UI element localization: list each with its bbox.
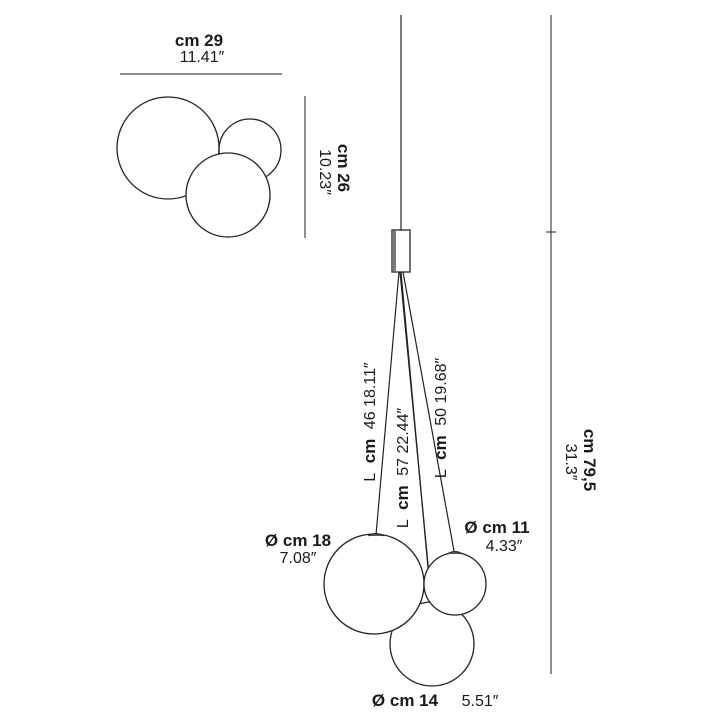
top-view-globe-medium [185,152,271,238]
cable-right [402,271,455,552]
globe-medium-diameter-in: 5.51″ [462,693,499,710]
svg-text:L cm 50 19.68″: L cm 50 19.68″ [431,358,450,479]
top-depth-cm: cm 26 [334,144,353,192]
top-depth-in: 10.23″ [316,149,333,195]
globe-small [423,552,487,616]
cable-middle-cm: cm [393,485,412,510]
globe-small-diameter-in: 4.33″ [486,538,523,555]
cable-left-prefix: L [362,473,379,482]
globe-medium-diameter-cm: Ø cm 14 [372,691,439,710]
top-width-in: 11.41″ [180,49,225,66]
svg-text:L cm 46 18.11″: L cm 46 18.11″ [360,362,379,481]
total-height-in: 31.3″ [562,444,579,481]
cable-left-cm: cm [360,439,379,464]
cable-left-value: 46 18.11″ [362,362,379,429]
globe-large [323,533,425,635]
cable-middle-prefix: L [395,519,412,528]
globe-small-cap [446,551,464,555]
globe-large-diameter-in: 7.08″ [280,550,317,567]
cable-right-cm: cm [431,435,450,460]
cable-middle-lower [399,271,433,607]
cable-left [375,271,400,536]
globe-large-cap [367,533,385,537]
globe-small-diameter-cm: Ø cm 11 [464,518,529,537]
cable-right-label: L cm 50 19.68″ [431,358,450,479]
top-view: cm 29 11.41″ cm 26 10.23″ [116,31,353,238]
side-view: L cm 46 18.11″ L cm 57 22.44″ L cm 50 19… [265,15,599,710]
cable-middle-value: 57 22.44″ [395,408,412,476]
connector-shade [393,231,396,271]
cable-middle-label: L cm 57 22.44″ [393,408,412,529]
globe-large-diameter-cm: Ø cm 18 [265,531,331,550]
cable-right-value: 50 19.68″ [433,358,450,426]
cable-left-label: L cm 46 18.11″ [360,362,379,481]
cable-right-prefix: L [433,469,450,478]
top-width-cm: cm 29 [175,31,223,50]
total-height-cm: cm 79,5 [580,429,599,491]
svg-text:L cm 57 22.44″: L cm 57 22.44″ [393,408,412,529]
